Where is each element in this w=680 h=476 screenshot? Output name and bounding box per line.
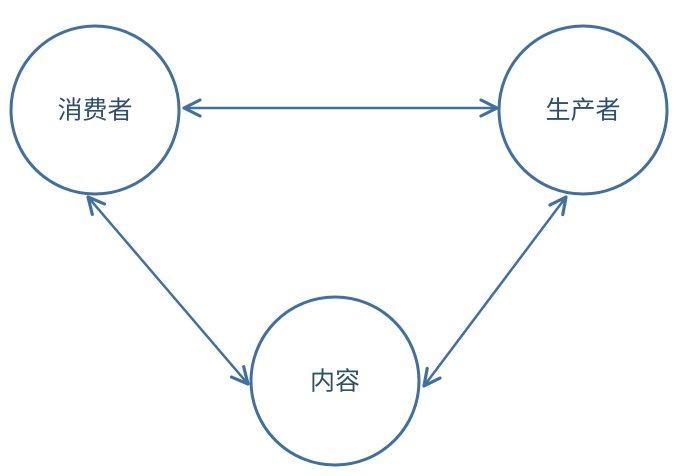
node-consumer: 消费者: [9, 24, 181, 196]
edge-consumer-content: [86, 195, 250, 386]
node-producer: 生产者: [497, 24, 669, 196]
node-content-circle: [249, 295, 421, 467]
node-consumer-label: 消费者: [57, 96, 132, 125]
node-consumer-circle: [9, 24, 181, 196]
edge-producer-content: [422, 195, 568, 388]
node-content-label: 内容: [310, 367, 360, 396]
node-producer-circle: [497, 24, 669, 196]
node-content: 内容: [249, 295, 421, 467]
node-producer-label: 生产者: [545, 96, 620, 125]
